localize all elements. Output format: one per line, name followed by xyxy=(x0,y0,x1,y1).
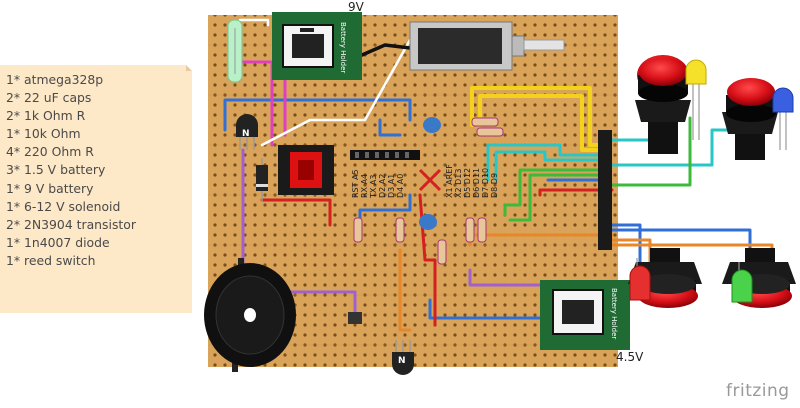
parts-list-item: 1* 6-12 V solenoid xyxy=(6,198,121,214)
parts-list-item: 3* 1.5 V battery xyxy=(6,162,106,178)
led-blue xyxy=(772,87,794,150)
capacitors xyxy=(419,117,441,230)
chip-label-tx-a3: TX A3 xyxy=(369,175,378,199)
chip-label-d3-a1: D3 A1 xyxy=(387,174,396,198)
chip-label-d8-d9: D8 D9 xyxy=(490,173,499,198)
parts-list-item: 1* 1n4007 diode xyxy=(6,234,110,250)
battery-holder-4v5 xyxy=(540,280,630,350)
parts-list-note: 1* atmega328p 2* 22 uF caps 2* 1k Ohm R … xyxy=(0,65,192,313)
transistor-q2 xyxy=(392,340,414,375)
solenoid xyxy=(409,21,565,71)
resistors xyxy=(353,117,504,265)
parts-list-item: 2* 2N3904 transistor xyxy=(6,216,136,232)
note-background xyxy=(0,65,192,313)
battery-4v5-label: 4.5V xyxy=(616,350,644,364)
battery-holder-9v-text: Battery Holder xyxy=(339,22,347,73)
parts-list-item: 2* 22 uF caps xyxy=(6,90,92,106)
led-red xyxy=(629,258,651,301)
transistor-q1-mark: N xyxy=(242,129,250,139)
arcade-button-top-right xyxy=(722,78,778,160)
battery-holder-4v5-text: Battery Holder xyxy=(610,288,618,339)
reed-switch xyxy=(227,19,243,83)
chip-label-d4-a0: D4 A0 xyxy=(396,174,405,198)
parts-list-item: 4* 220 Ohm R xyxy=(6,144,94,160)
chip-label-x1-aref: X1 AREF xyxy=(445,164,454,198)
parts-list-item: 1* reed switch xyxy=(6,252,96,268)
chip-label-d6-d11: D6 D11 xyxy=(472,168,481,198)
chip-label-d5-d12: D5 D12 xyxy=(463,168,472,198)
fritzing-watermark: fritzing xyxy=(726,381,790,401)
chip-label-d2-a2: D2 A2 xyxy=(378,174,387,198)
battery-holder-9v xyxy=(272,12,362,80)
transistor-on-board xyxy=(348,312,362,324)
chip-label-d7-d10: D7 D10 xyxy=(481,168,490,198)
diode-1n4007 xyxy=(256,158,268,202)
chip-label-x2-d13: X2 D13 xyxy=(454,169,463,198)
parts-list-item: 1* 9 V battery xyxy=(6,180,94,196)
crystal-cross xyxy=(418,168,442,192)
chip-label-rst-a5: RST A5 xyxy=(351,169,360,198)
chip-label-rx-a4: RX A4 xyxy=(360,174,369,198)
relay xyxy=(278,145,334,195)
arcade-button-top-left xyxy=(635,55,691,154)
header-strip xyxy=(350,150,420,160)
led-green xyxy=(731,262,753,303)
parts-list-item: 2* 1k Ohm R xyxy=(6,108,86,124)
battery-9v-label: 9V xyxy=(348,0,364,14)
led-yellow xyxy=(685,59,707,140)
parts-list: 1* atmega328p 2* 22 uF caps 2* 1k Ohm R … xyxy=(6,71,136,270)
parts-list-item: 1* 10k Ohm xyxy=(6,126,81,142)
right-connector xyxy=(598,130,612,250)
piezo-buzzer xyxy=(204,258,296,372)
transistor-q1 xyxy=(236,114,258,150)
parts-list-item: 1* atmega328p xyxy=(6,72,104,87)
transistor-q2-mark: N xyxy=(398,356,406,366)
